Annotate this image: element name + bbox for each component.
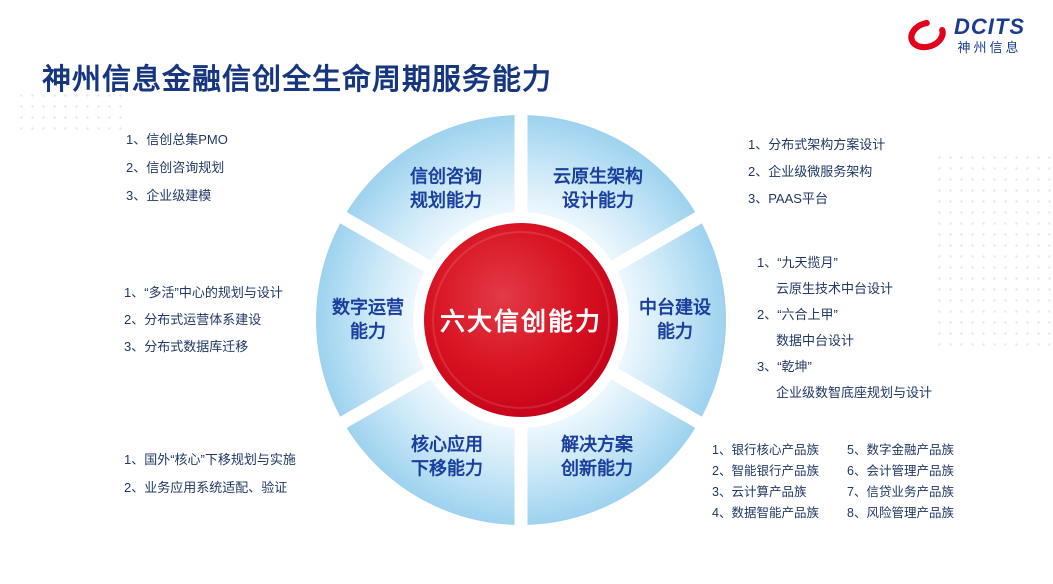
list-item: 4、数据智能产品族 xyxy=(712,506,819,520)
wheel-center-circle xyxy=(424,223,618,417)
dot-pattern-right xyxy=(934,152,1053,348)
list-item: 2、“六合上甲” xyxy=(757,307,838,322)
list-item: 3、分布式数据库迁移 xyxy=(124,339,249,354)
list-subitem: 企业级数智底座规划与设计 xyxy=(776,385,933,400)
list-item: 2、企业级微服务架构 xyxy=(748,164,873,179)
segment-label-digital-operations: 数字运营 能力 xyxy=(332,297,404,341)
list-item: 3、“乾坤” xyxy=(757,359,812,374)
list-item: 7、信贷业务产品族 xyxy=(847,485,954,499)
list-item: 2、分布式运营体系建设 xyxy=(124,312,262,327)
list-subitem: 云原生技术中台设计 xyxy=(776,281,894,296)
list-subitem: 数据中台设计 xyxy=(776,333,855,348)
list-item: 5、数字金融产品族 xyxy=(847,443,954,457)
list-top-left: 1、信创总集PMO 2、信创咨询规划 3、企业级建模 xyxy=(126,126,228,210)
list-item: 6、会计管理产品族 xyxy=(847,464,954,478)
capability-wheel xyxy=(316,108,726,532)
list-item: 1、银行核心产品族 xyxy=(712,443,819,457)
list-item: 2、智能银行产品族 xyxy=(712,464,819,478)
list-item: 1、分布式架构方案设计 xyxy=(748,137,886,152)
list-item: 1、“多活”中心的规划与设计 xyxy=(124,285,283,300)
list-item: 1、国外“核心”下移规划与实施 xyxy=(124,452,296,467)
list-item: 8、风险管理产品族 xyxy=(847,506,954,520)
logo-text: DCITS 神州信息 xyxy=(954,14,1025,55)
list-item: 2、业务应用系统适配、验证 xyxy=(124,480,288,495)
wheel-center-label: 六大信创能力 xyxy=(439,308,603,336)
list-item: 1、“九天揽月” xyxy=(757,255,838,270)
logo-brand-text: DCITS xyxy=(954,14,1025,39)
list-item: 1、信创总集PMO xyxy=(126,132,228,147)
segment-label-solution-innovation: 解决方案 创新能力 xyxy=(561,434,633,478)
list-middle-right: 1、“九天揽月” 云原生技术中台设计 2、“六合上甲” 数据中台设计 3、“乾坤… xyxy=(757,250,932,406)
list-item: 3、云计算产品族 xyxy=(712,485,807,499)
list-item: 2、信创咨询规划 xyxy=(126,160,225,175)
list-item: 3、企业级建模 xyxy=(126,188,212,203)
list-bottom-left: 1、国外“核心”下移规划与实施 2、业务应用系统适配、验证 xyxy=(124,446,296,502)
segment-label-cloud-native-architecture: 云原生架构 设计能力 xyxy=(553,166,643,210)
page-title: 神州信息金融信创全生命周期服务能力 xyxy=(42,64,553,96)
dcits-logo: DCITS 神州信息 xyxy=(907,16,1025,54)
list-bottom-right-col1: 1、银行核心产品族 2、智能银行产品族 3、云计算产品族 4、数据智能产品族 xyxy=(712,440,819,524)
logo-brand-cn: 神州信息 xyxy=(957,40,1022,55)
wheel-center-highlight xyxy=(432,231,610,409)
segment-label-core-migration: 核心应用 下移能力 xyxy=(411,434,483,478)
segment-label-middle-platform: 中台建设 能力 xyxy=(639,297,711,341)
list-top-right: 1、分布式架构方案设计 2、企业级微服务架构 3、PAAS平台 xyxy=(748,131,885,212)
dot-pattern-top-left xyxy=(16,90,130,132)
segment-label-xinchuang-consulting: 信创咨询 规划能力 xyxy=(410,166,482,210)
list-bottom-right-col2: 5、数字金融产品族 6、会计管理产品族 7、信贷业务产品族 8、风险管理产品族 xyxy=(847,440,954,524)
dcits-swoosh-icon xyxy=(908,19,946,51)
list-item: 3、PAAS平台 xyxy=(748,191,828,206)
list-middle-left: 1、“多活”中心的规划与设计 2、分布式运营体系建设 3、分布式数据库迁移 xyxy=(124,279,283,360)
